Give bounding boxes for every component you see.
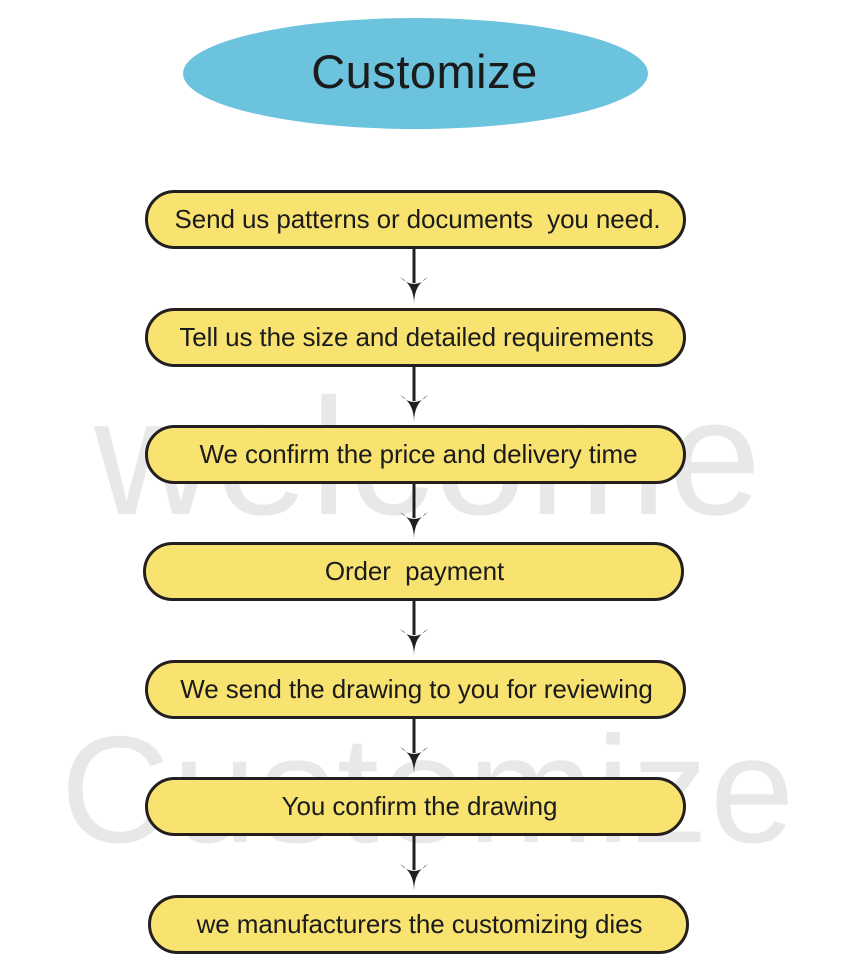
down-arrow-icon: [400, 599, 428, 656]
flow-step-7-label: we manufacturers the customizing dies: [196, 908, 643, 939]
page-title: Customize: [311, 45, 538, 98]
flow-step-6-label: You confirm the drawing: [281, 790, 558, 821]
flow-step-2[interactable]: Tell us the size and detailed requiremen…: [145, 308, 686, 367]
flow-step-4-label: Order payment: [324, 555, 505, 586]
connector-arrow-2: [394, 365, 434, 425]
flow-step-3[interactable]: We confirm the price and delivery time: [145, 425, 686, 484]
title-ellipse: Customize: [183, 18, 648, 129]
flow-step-5[interactable]: We send the drawing to you for reviewing: [145, 660, 686, 719]
down-arrow-icon: [400, 365, 428, 422]
flow-step-1[interactable]: Send us patterns or documents you need.: [145, 190, 686, 249]
down-arrow-icon: [400, 834, 428, 891]
down-arrow-icon: [400, 482, 428, 539]
flow-step-4[interactable]: Order payment: [143, 542, 684, 601]
flow-step-2-label: Tell us the size and detailed requiremen…: [179, 321, 654, 352]
down-arrow-icon: [400, 717, 428, 774]
flow-step-1-label: Send us patterns or documents you need.: [174, 203, 661, 234]
flow-step-7[interactable]: we manufacturers the customizing dies: [148, 895, 689, 954]
connector-arrow-1: [394, 247, 434, 307]
connector-arrow-6: [394, 834, 434, 894]
connector-arrow-5: [394, 717, 434, 777]
flow-step-5-label: We send the drawing to you for reviewing: [180, 673, 653, 704]
down-arrow-icon: [400, 247, 428, 304]
flow-step-3-label: We confirm the price and delivery time: [199, 438, 638, 469]
flow-step-6[interactable]: You confirm the drawing: [145, 777, 686, 836]
connector-arrow-3: [394, 482, 434, 542]
connector-arrow-4: [394, 599, 434, 659]
